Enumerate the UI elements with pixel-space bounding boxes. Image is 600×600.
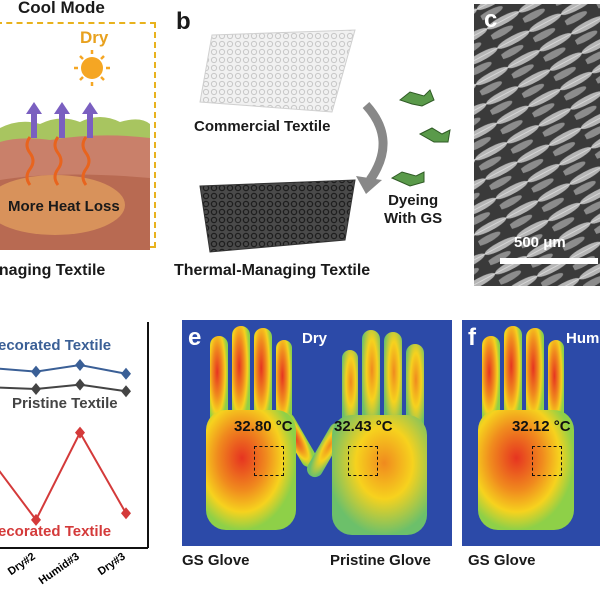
dry-label: Dry — [80, 28, 109, 47]
panel-e-thermal-image: e Dry 32.80 °C 32.43 °C — [182, 320, 452, 546]
scale-bar-label: 500 μm — [514, 234, 566, 251]
textile-dyeing-illustration — [199, 29, 451, 253]
series-0-point-1 — [31, 365, 41, 378]
temp-right: 32.43 °C — [334, 418, 393, 435]
panel-d-chart: ecorated Textile Pristine Textile ecorat… — [0, 318, 150, 600]
series-label-middle: Pristine Textile — [12, 395, 118, 412]
series-line-1 — [0, 383, 127, 393]
series-line-2 — [0, 430, 127, 522]
heat-loss-label: More Heat Loss — [8, 198, 120, 215]
commercial-textile-image — [199, 29, 356, 113]
x-tick-label: Dry#3 — [96, 551, 128, 578]
series-2-point-2 — [75, 426, 85, 439]
panel-c-letter: c — [484, 6, 498, 33]
temp-left: 32.80 °C — [234, 418, 293, 435]
emissivity-line-chart: ecorated Textile Pristine Textile ecorat… — [0, 322, 149, 587]
series-1-point-1 — [31, 383, 41, 396]
gs-glove-label: GS Glove — [182, 552, 250, 569]
series-label-top: ecorated Textile — [0, 337, 111, 354]
series-0-point-3 — [121, 367, 131, 380]
cool-mode-title: Cool Mode — [18, 0, 105, 17]
pristine-glove-label: Pristine Glove — [330, 552, 431, 569]
series-1-point-2 — [75, 378, 85, 391]
textile-layer — [0, 117, 150, 142]
graphene-flake-icon — [390, 89, 451, 187]
panel-a-caption: anaging Textile — [0, 262, 106, 279]
panel-e-letter: e — [188, 324, 202, 351]
thermal-hands-image — [206, 326, 427, 535]
scale-bar — [500, 258, 598, 264]
sun-icon — [74, 50, 110, 86]
thermal-textile-image — [199, 179, 356, 253]
measure-box-left — [254, 446, 284, 476]
dyeing-label-line1: Dyeing — [388, 192, 439, 209]
panel-b: b Commercial Textile Dyeing With GS — [170, 0, 470, 295]
series-0-point-2 — [75, 359, 85, 372]
thermal-hand-image-f — [478, 326, 574, 530]
condition-label-f: Hum — [566, 330, 600, 347]
dyeing-label: Dyeing With GS — [384, 192, 442, 228]
heat-loss-arrows — [26, 102, 98, 138]
cool-mode-illustration — [0, 50, 150, 250]
condition-label: Dry — [302, 330, 328, 347]
panel-a: Cool Mode Dry — [0, 0, 170, 295]
heat-waves — [25, 136, 91, 186]
panel-b-letter: b — [176, 8, 191, 35]
commercial-textile-label: Commercial Textile — [194, 118, 331, 135]
measure-box-right — [348, 446, 378, 476]
curved-arrow-icon — [362, 101, 388, 183]
panel-f-thermal-image: f Hum 32.12 °C — [462, 320, 600, 546]
dyeing-label-line2: With GS — [384, 210, 443, 227]
panel-c-sem-image: c 500 μm — [474, 4, 600, 286]
series-2-point-1 — [31, 513, 41, 526]
series-1-point-3 — [121, 385, 131, 398]
fiber-texture — [474, 4, 600, 286]
temp-f: 32.12 °C — [512, 418, 571, 435]
series-2-point-3 — [121, 507, 131, 520]
series-label-bottom: ecorated Textile — [0, 523, 111, 540]
thermal-textile-label: Thermal-Managing Textile — [174, 262, 371, 279]
gs-glove-label-f: GS Glove — [468, 552, 536, 569]
panel-f-letter: f — [468, 324, 476, 351]
x-tick-label: Dry#2 — [6, 551, 38, 578]
measure-box-f — [532, 446, 562, 476]
series-line-0 — [0, 364, 127, 375]
x-tick-label: Humid#3 — [37, 551, 82, 587]
